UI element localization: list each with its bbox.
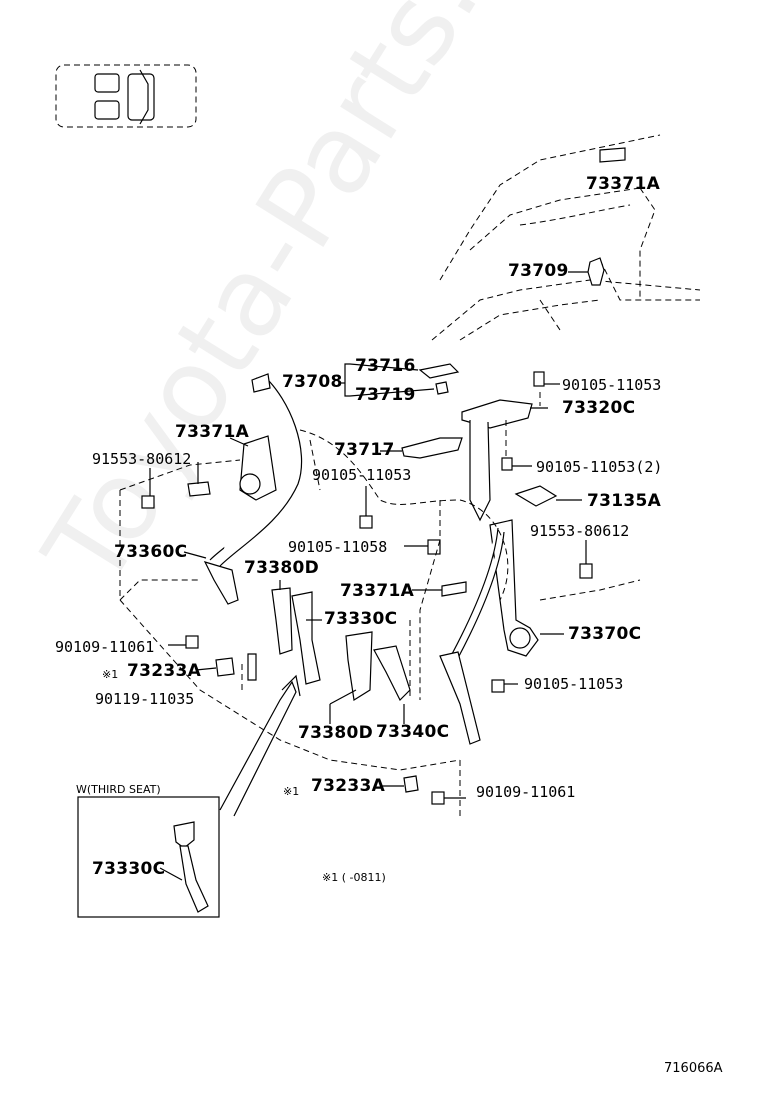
hook-73709 xyxy=(568,257,605,286)
bracket-73320C xyxy=(461,392,548,460)
label-90109-11061-bottom: 90109-11061 xyxy=(476,783,576,801)
label-73371A-left: 73371A xyxy=(175,422,250,442)
front-retractor xyxy=(229,435,277,501)
body-outline xyxy=(431,134,701,341)
label-73233A-left: 73233A xyxy=(127,661,202,681)
label-73233A-left-mark: ※1 xyxy=(102,668,119,681)
label-73371A-top: 73371A xyxy=(586,174,661,194)
footnote: ※1 ( -0811) xyxy=(322,871,386,884)
label-91553-80612-right: 91553-80612 xyxy=(530,522,630,540)
label-73719: 73719 xyxy=(355,385,416,405)
label-73320C: 73320C xyxy=(562,398,636,418)
label-90105-11053-c: 90105-11053 xyxy=(524,675,624,693)
label-73330C-inset: 73330C xyxy=(92,859,166,879)
label-73380D-top: 73380D xyxy=(244,558,320,578)
label-90119-11035: 90119-11035 xyxy=(95,690,195,708)
label-73360C: 73360C xyxy=(114,542,188,562)
seat-outline xyxy=(119,429,641,820)
label-73717: 73717 xyxy=(334,440,395,460)
label-73233A-bottom-mark: ※1 xyxy=(283,785,300,798)
part-73135A xyxy=(514,485,582,507)
label-73716: 73716 xyxy=(355,356,416,376)
retractor-73370C xyxy=(439,420,564,745)
label-73233A-bottom: 73233A xyxy=(311,776,386,796)
label-73340C: 73340C xyxy=(376,722,450,742)
caps-73233A xyxy=(195,581,467,793)
label-73135A: 73135A xyxy=(587,491,662,511)
label-91553-80612-left: 91553-80612 xyxy=(92,450,192,468)
label-73709: 73709 xyxy=(508,261,569,281)
diagram-id: 716066A xyxy=(664,1061,723,1076)
label-90105-11053-a: 90105-11053 xyxy=(562,376,662,394)
inset-arrow xyxy=(219,674,301,817)
label-73370C: 73370C xyxy=(568,624,642,644)
third-seat-inset xyxy=(77,796,220,918)
inset-title: W(THIRD SEAT) xyxy=(76,783,161,796)
buckles-center xyxy=(271,580,411,724)
label-90105-11058: 90105-11058 xyxy=(288,538,388,556)
part-73371A-left xyxy=(187,462,211,497)
vehicle-locator-icon xyxy=(55,64,197,128)
label-73380D-bottom: 73380D xyxy=(298,723,374,743)
cover-73717 xyxy=(380,437,463,459)
label-90105-11053-2: 90105-11053(2) xyxy=(536,458,663,476)
label-90105-11053-b: 90105-11053 xyxy=(312,466,412,484)
parts-73716-73719 xyxy=(340,363,460,397)
label-73330C: 73330C xyxy=(324,609,398,629)
label-73371A-mid: 73371A xyxy=(340,581,415,601)
label-73708: 73708 xyxy=(282,372,343,392)
label-90109-11061-left: 90109-11061 xyxy=(55,638,155,656)
